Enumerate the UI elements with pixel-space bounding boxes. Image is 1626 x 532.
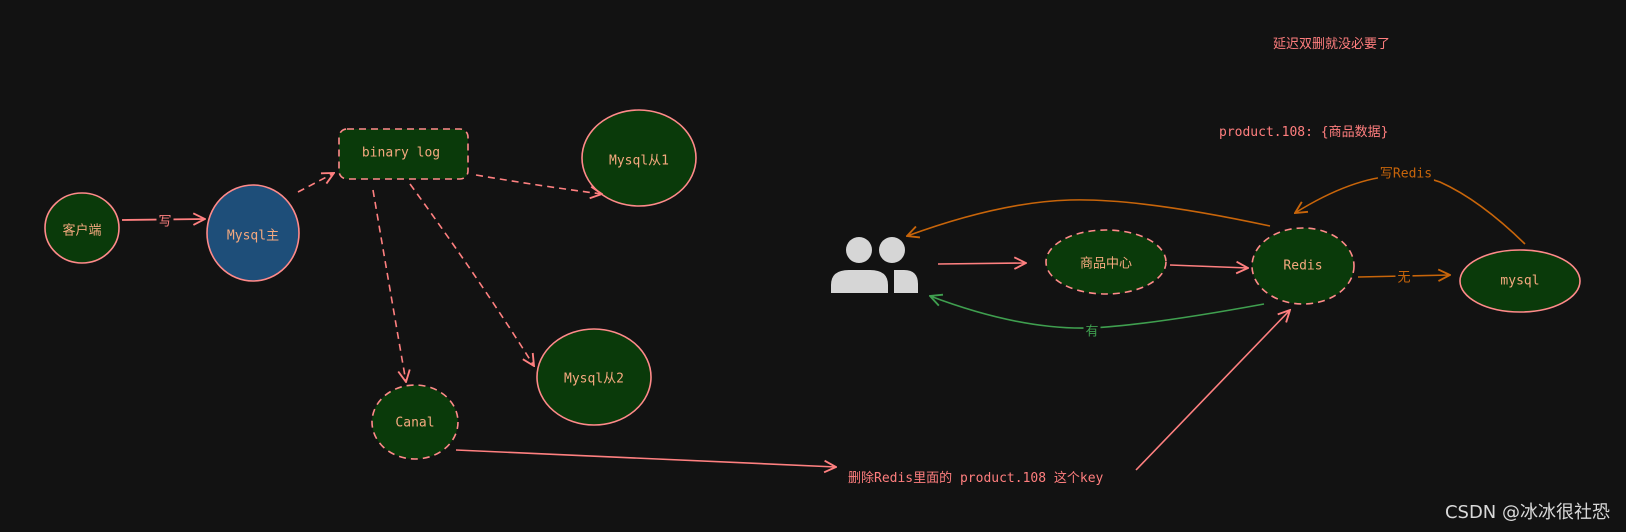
product-center-label: 商品中心 [1079,256,1133,272]
edge-label-has: 有 [1083,320,1101,340]
edge-binlog-to-slave1 [475,174,602,194]
edge-delete-to-redis [1135,310,1290,471]
note-top: 延迟双删就没必要了 [1273,37,1391,52]
mysql-slave2-label: Mysql从2 [564,371,624,387]
watermark: CSDN @冰冰很社恐 [1444,502,1610,523]
edge-mysql-to-redis [1295,174,1526,245]
redis-node [1251,227,1355,305]
client-node [44,192,120,264]
edge-canal-to-delete [455,449,836,467]
mysql-master-node [206,184,300,282]
edge-label-write: 写 [156,210,174,230]
mysql-slave1-label: Mysql从1 [609,153,669,169]
edge-label-write-redis: 写Redis [1377,162,1435,182]
users-icon [831,237,918,293]
mysql-slave2-node [536,328,652,426]
binary-log-label: binary log [361,145,441,161]
edge-binlog-to-slave2 [409,183,534,366]
edge-users-to-product-center [937,263,1026,264]
binary-log-node [338,128,469,180]
edge-product-center-to-redis [1169,265,1248,268]
mysql-label: mysql [1500,273,1540,289]
edge-master-to-binlog [297,173,334,193]
cache-entry-text: product.108: {商品数据} [1219,125,1389,140]
edge-redis-to-users-top [907,199,1271,236]
canal-label: Canal [395,415,435,431]
delete-key-text: 删除Redis里面的 product.108 这个key [848,471,1104,486]
edge-label-none: 无 [1395,266,1413,286]
edge-binlog-to-canal [372,189,406,382]
mysql-slave1-node [581,109,697,207]
product-center-node [1045,229,1167,295]
canal-node [371,384,459,460]
mysql-node [1459,249,1581,313]
redis-label: Redis [1283,258,1323,274]
mysql-master-label: Mysql主 [226,228,280,244]
client-label: 客户端 [62,223,102,239]
